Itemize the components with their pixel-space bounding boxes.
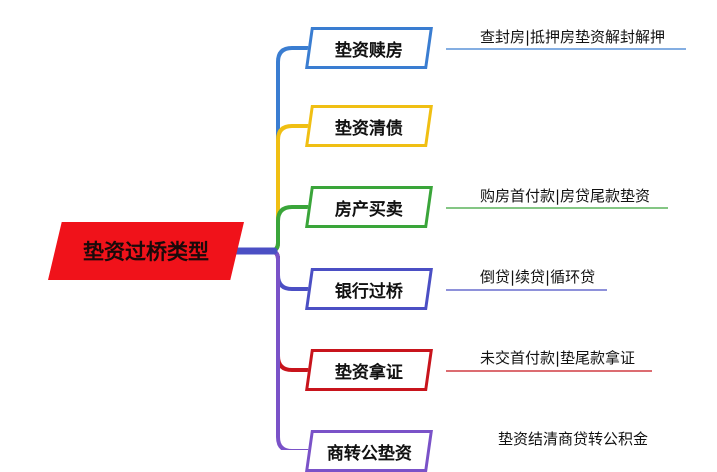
connector-line	[234, 249, 314, 450]
branch-node-shangzhuangong-dianzi[interactable]: 商转公垫资	[305, 430, 433, 472]
connector-line	[234, 205, 314, 253]
branch-label: 垫资赎房	[335, 40, 403, 61]
connector-lines	[226, 46, 686, 450]
branch-label: 垫资拿证	[335, 362, 403, 383]
branch-node-dianzi-qingzhai[interactable]: 垫资清债	[305, 105, 433, 147]
branch-label: 商转公垫资	[326, 443, 412, 464]
mind-map: 垫资过桥类型 垫资赎房 查封房|抵押房垫资解封解押 垫资清债 房产买卖 购房首付…	[48, 27, 686, 472]
branch-note: 未交首付款|垫尾款拿证	[480, 349, 636, 367]
branch-label: 垫资清债	[335, 118, 403, 139]
branch-node-dianzi-nazheng[interactable]: 垫资拿证	[305, 349, 433, 391]
connector-line	[234, 249, 314, 291]
connector-line	[234, 124, 314, 253]
branch-label: 房产买卖	[335, 199, 403, 220]
branch-note: 查封房|抵押房垫资解封解押	[480, 28, 666, 46]
branch-node-yinhang-guoqiao[interactable]: 银行过桥	[305, 268, 433, 310]
branch-node-dianzi-shufang[interactable]: 垫资赎房	[305, 27, 433, 69]
branch-note: 垫资结清商贷转公积金	[498, 430, 649, 448]
root-node[interactable]: 垫资过桥类型	[48, 222, 244, 280]
root-label: 垫资过桥类型	[83, 240, 209, 264]
connector-line	[234, 249, 314, 372]
branch-note: 购房首付款|房贷尾款垫资	[480, 187, 651, 205]
branch-note: 倒贷|续贷|循环贷	[480, 268, 596, 286]
branch-node-fangchan-maimai[interactable]: 房产买卖	[305, 186, 433, 228]
branch-label: 银行过桥	[335, 281, 403, 302]
connector-line	[234, 46, 314, 253]
